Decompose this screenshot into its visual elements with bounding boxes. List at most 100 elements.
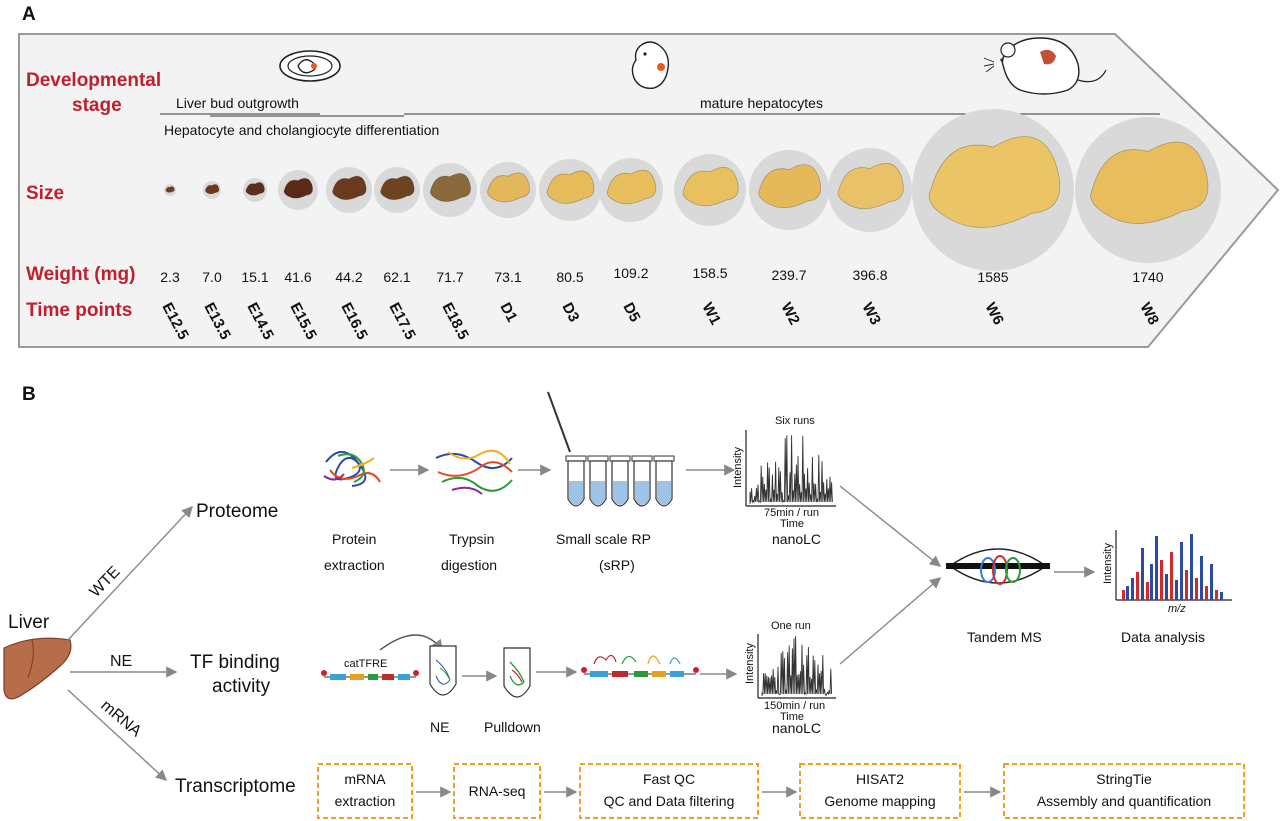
pipeline-step-line2: Assembly and quantification bbox=[1037, 793, 1211, 809]
spectrum-bar bbox=[1165, 574, 1168, 600]
chrom2-intensity-label: Intensity bbox=[744, 643, 756, 684]
cattfre-curve-arrow bbox=[379, 634, 443, 652]
weight-value: 239.7 bbox=[771, 267, 806, 283]
spectrum-bar bbox=[1185, 570, 1188, 600]
mz-label: m/z bbox=[1168, 603, 1186, 615]
chrom2-run-label: 150min / run bbox=[764, 700, 825, 712]
weight-value: 109.2 bbox=[613, 265, 648, 281]
spectrum-bar bbox=[1122, 590, 1125, 600]
time-points-label: Time points bbox=[26, 300, 132, 321]
spectrum-bar bbox=[1160, 560, 1163, 600]
liver-sample bbox=[487, 172, 530, 203]
chrom1-run-label: 75min / run bbox=[764, 507, 819, 519]
liver-sample bbox=[380, 175, 415, 200]
weight-value: 44.2 bbox=[335, 269, 362, 285]
spectrum-bar bbox=[1180, 542, 1183, 600]
weight-value: 41.6 bbox=[284, 269, 311, 285]
spectrum-bar bbox=[1131, 578, 1134, 600]
spectrum-bar bbox=[1146, 582, 1149, 600]
liver-sample bbox=[245, 182, 265, 196]
size-label: Size bbox=[26, 183, 64, 204]
tandem-ms-label: Tandem MS bbox=[967, 629, 1042, 645]
pipeline-box bbox=[453, 763, 541, 819]
sample-group: 158.5W1 bbox=[674, 154, 746, 328]
spectrum-bar bbox=[1205, 586, 1208, 600]
chrom1-intensity-label: Intensity bbox=[732, 447, 744, 488]
sample-group: 239.7W2 bbox=[749, 150, 829, 328]
spectrum-bar bbox=[1175, 580, 1178, 600]
spectrum-intensity-label: Intensity bbox=[1102, 543, 1114, 584]
pipette-icon bbox=[547, 391, 571, 453]
srp-tube bbox=[565, 455, 587, 507]
spectrum-bar bbox=[1190, 534, 1193, 600]
pipeline-step-line1: mRNA bbox=[344, 771, 386, 787]
spectrum-bar bbox=[1210, 564, 1213, 600]
weight-value: 71.7 bbox=[436, 269, 463, 285]
cattfre-dna-icon bbox=[321, 670, 419, 680]
pipeline-box bbox=[579, 763, 759, 819]
six-runs-label: Six runs bbox=[775, 415, 815, 427]
spectrum-bar bbox=[1170, 552, 1173, 600]
ne-tube-icon bbox=[429, 645, 457, 696]
one-run-label: One run bbox=[771, 620, 811, 632]
pulldown-label: Pulldown bbox=[484, 719, 541, 735]
weight-label: Weight (mg) bbox=[26, 264, 135, 285]
differentiation-label: Hepatocyte and cholangiocyte differentia… bbox=[164, 122, 439, 138]
rna-pipeline: mRNA extraction RNA-seq Fast QC QC and Data … bbox=[317, 763, 1245, 819]
spectrum-bar bbox=[1136, 572, 1139, 600]
spectrum-bars bbox=[1122, 534, 1223, 600]
spectrum-bar bbox=[1195, 578, 1198, 600]
embryo-icon bbox=[279, 50, 341, 82]
mrna-branch-label: mRNA bbox=[97, 697, 144, 741]
pipeline-step: Fast QC QC and Data filtering bbox=[579, 763, 759, 819]
pipeline-step-line1: Fast QC bbox=[643, 771, 695, 787]
chrom2-time-label: Time bbox=[780, 711, 804, 723]
liver-bud-label: Liver bud outgrowth bbox=[176, 95, 299, 111]
chrom1-time-label: Time bbox=[780, 518, 804, 530]
wte-label: WTE bbox=[87, 563, 124, 600]
to-ms-arrow-1 bbox=[839, 485, 942, 567]
pipeline-step-line1: HISAT2 bbox=[856, 771, 904, 787]
chrom2-trace bbox=[761, 636, 833, 697]
pipeline-step-line1: RNA-seq bbox=[469, 783, 526, 799]
pipeline-step-line2: extraction bbox=[335, 793, 396, 809]
pipeline-step-line1: StringTie bbox=[1096, 771, 1152, 787]
transcriptome-label: Transcriptome bbox=[175, 776, 296, 797]
proteome-label: Proteome bbox=[196, 501, 278, 522]
protein-extraction-line1: Protein bbox=[332, 531, 376, 547]
stage-label-line1: Developmental bbox=[26, 70, 161, 91]
weight-value: 2.3 bbox=[160, 269, 180, 285]
pipeline-box bbox=[317, 763, 413, 819]
spectrum-bar bbox=[1155, 536, 1158, 600]
liver-icon bbox=[3, 637, 72, 700]
tf-binding-label-line2: activity bbox=[212, 676, 271, 697]
spectrum-bar bbox=[1215, 590, 1218, 600]
spectrum-bar bbox=[1126, 586, 1129, 600]
peptide-fragments-icon bbox=[435, 449, 513, 495]
trypsin-line1: Trypsin bbox=[449, 531, 494, 547]
liver-label: Liver bbox=[8, 612, 50, 633]
liver-sample bbox=[165, 186, 175, 193]
liver-sample bbox=[332, 175, 367, 200]
pipeline-step-line2: QC and Data filtering bbox=[604, 793, 735, 809]
liver-sample bbox=[758, 164, 822, 209]
liver-sample bbox=[928, 136, 1061, 228]
weight-value: 62.1 bbox=[383, 269, 410, 285]
weight-value: 396.8 bbox=[852, 267, 887, 283]
ne-step-label: NE bbox=[430, 719, 449, 735]
to-ms-arrow-2 bbox=[839, 577, 942, 665]
weight-value: 158.5 bbox=[692, 265, 727, 281]
srp-tube bbox=[609, 455, 631, 507]
weight-value: 7.0 bbox=[202, 269, 222, 285]
panel-a-letter: A bbox=[22, 4, 36, 25]
weight-value: 15.1 bbox=[241, 269, 268, 285]
liver-sample bbox=[837, 162, 904, 210]
mrna-arrow bbox=[67, 689, 168, 781]
liver-sample bbox=[546, 170, 595, 204]
